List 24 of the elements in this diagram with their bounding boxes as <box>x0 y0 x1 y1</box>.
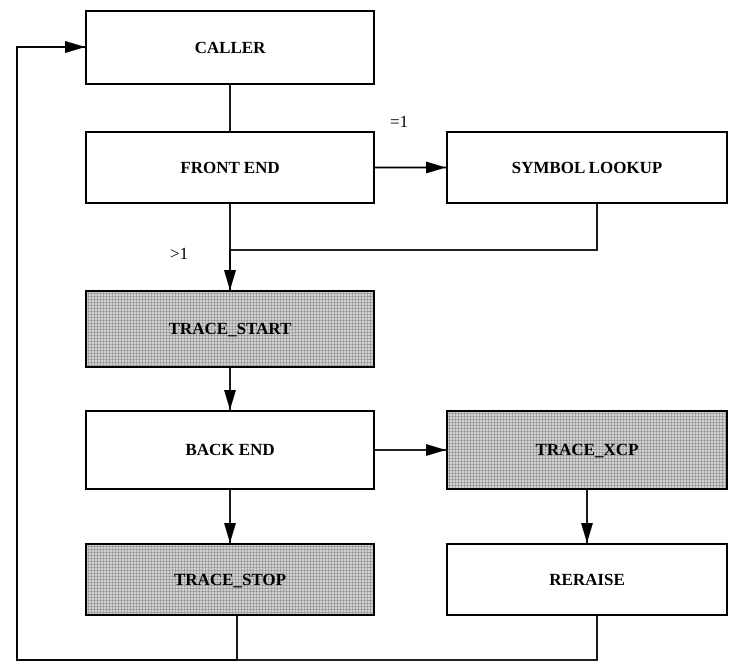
box-label: TRACE_STOP <box>174 570 286 590</box>
arrow <box>581 490 593 543</box>
process-box <box>446 410 728 490</box>
arrow <box>16 41 598 661</box>
box-label: CALLER <box>194 38 266 58</box>
box-label: RERAISE <box>549 570 625 590</box>
process-box <box>85 543 375 616</box>
box-label: BACK END <box>185 440 275 460</box>
process-box <box>446 131 728 204</box>
arrow <box>375 444 446 456</box>
arrow <box>224 368 236 410</box>
process-box <box>85 290 375 368</box>
arrow <box>375 162 446 174</box>
process-box <box>85 10 375 85</box>
process-box <box>85 131 375 204</box>
box-label: SYMBOL LOOKUP <box>512 158 662 178</box>
process-box <box>85 410 375 490</box>
box-label: TRACE_XCP <box>536 440 638 460</box>
connector-line <box>229 85 231 131</box>
box-label: FRONT END <box>180 158 280 178</box>
box-label: TRACE_START <box>168 319 292 339</box>
arrow <box>224 204 598 290</box>
arrow <box>224 490 236 543</box>
process-box <box>446 543 728 616</box>
